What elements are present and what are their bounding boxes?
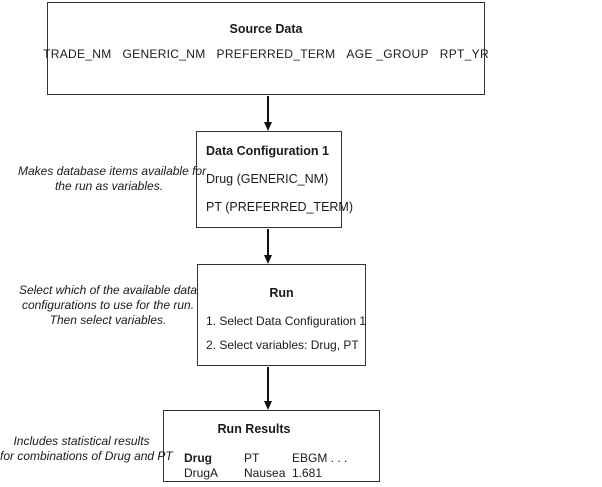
field-label-trade-nm: TRADE_NM — [43, 47, 112, 61]
arrow-config-to-run — [263, 229, 273, 264]
annotation-data-configuration: Makes database items available for the r… — [18, 164, 207, 194]
results-data-row: DrugA Nausea 1.681 — [164, 466, 379, 481]
arrow-line — [267, 229, 269, 255]
annotation-line: Then select variables. — [49, 313, 167, 327]
field-label-age-group: AGE _GROUP — [346, 47, 429, 61]
results-header-row: Drug PT EBGM . . . — [164, 451, 379, 466]
annotation-line: for combinations of Drug and PT — [0, 449, 173, 463]
run-step-1: 1. Select Data Configuration 1 — [206, 314, 367, 328]
run-title: Run — [269, 286, 294, 300]
source-data-fields: TRADE_NM GENERIC_NM PREFERRED_TERM AGE _… — [43, 47, 489, 62]
results-table: Drug PT EBGM . . . DrugA Nausea 1.681 — [164, 451, 379, 481]
run-results-box: Run Results Drug PT EBGM . . . DrugA Nau… — [163, 410, 380, 482]
run-step-2: 2. Select variables: Drug, PT — [206, 338, 359, 352]
annotation-run-results: Includes statistical results for combina… — [0, 434, 173, 464]
arrow-head-down-icon — [264, 255, 272, 264]
arrow-source-to-config — [263, 96, 273, 131]
arrow-line — [267, 367, 269, 401]
data-configuration-title: Data Configuration 1 — [206, 144, 329, 158]
results-header-drug: Drug — [184, 451, 212, 465]
arrow-head-down-icon — [264, 122, 272, 131]
annotation-line: configurations to use for the run. — [21, 298, 195, 312]
results-header-pt: PT — [244, 451, 260, 465]
annotation-line: Makes database items available for — [18, 164, 207, 178]
results-cell-ebgm: 1.681 — [292, 466, 323, 480]
arrow-head-down-icon — [264, 401, 272, 410]
field-label-generic-nm: GENERIC_NM — [122, 47, 206, 61]
config-variable-drug: Drug (GENERIC_NM) — [206, 172, 329, 186]
arrow-run-to-results — [263, 367, 273, 410]
annotation-run: Select which of the available data confi… — [10, 283, 206, 328]
field-label-preferred-term: PREFERRED_TERM — [216, 47, 336, 61]
run-results-title: Run Results — [217, 422, 291, 436]
data-configuration-box: Data Configuration 1 Drug (GENERIC_NM) P… — [196, 131, 354, 228]
source-data-box: Source Data TRADE_NM GENERIC_NM PREFERRE… — [43, 2, 489, 95]
source-data-title: Source Data — [229, 22, 303, 36]
results-cell-drug: DrugA — [184, 466, 219, 480]
config-variable-pt: PT (PREFERRED_TERM) — [206, 200, 354, 214]
arrow-line — [267, 96, 269, 122]
field-label-rpt-yr: RPT_YR — [439, 47, 489, 61]
annotation-line: Includes statistical results — [13, 434, 150, 448]
run-box: Run 1. Select Data Configuration 1 2. Se… — [197, 264, 366, 366]
results-header-ebgm: EBGM . . . — [292, 451, 348, 465]
annotation-line: Select which of the available data — [18, 283, 198, 297]
results-cell-pt: Nausea — [244, 466, 286, 480]
annotation-line: the run as variables. — [54, 179, 164, 193]
